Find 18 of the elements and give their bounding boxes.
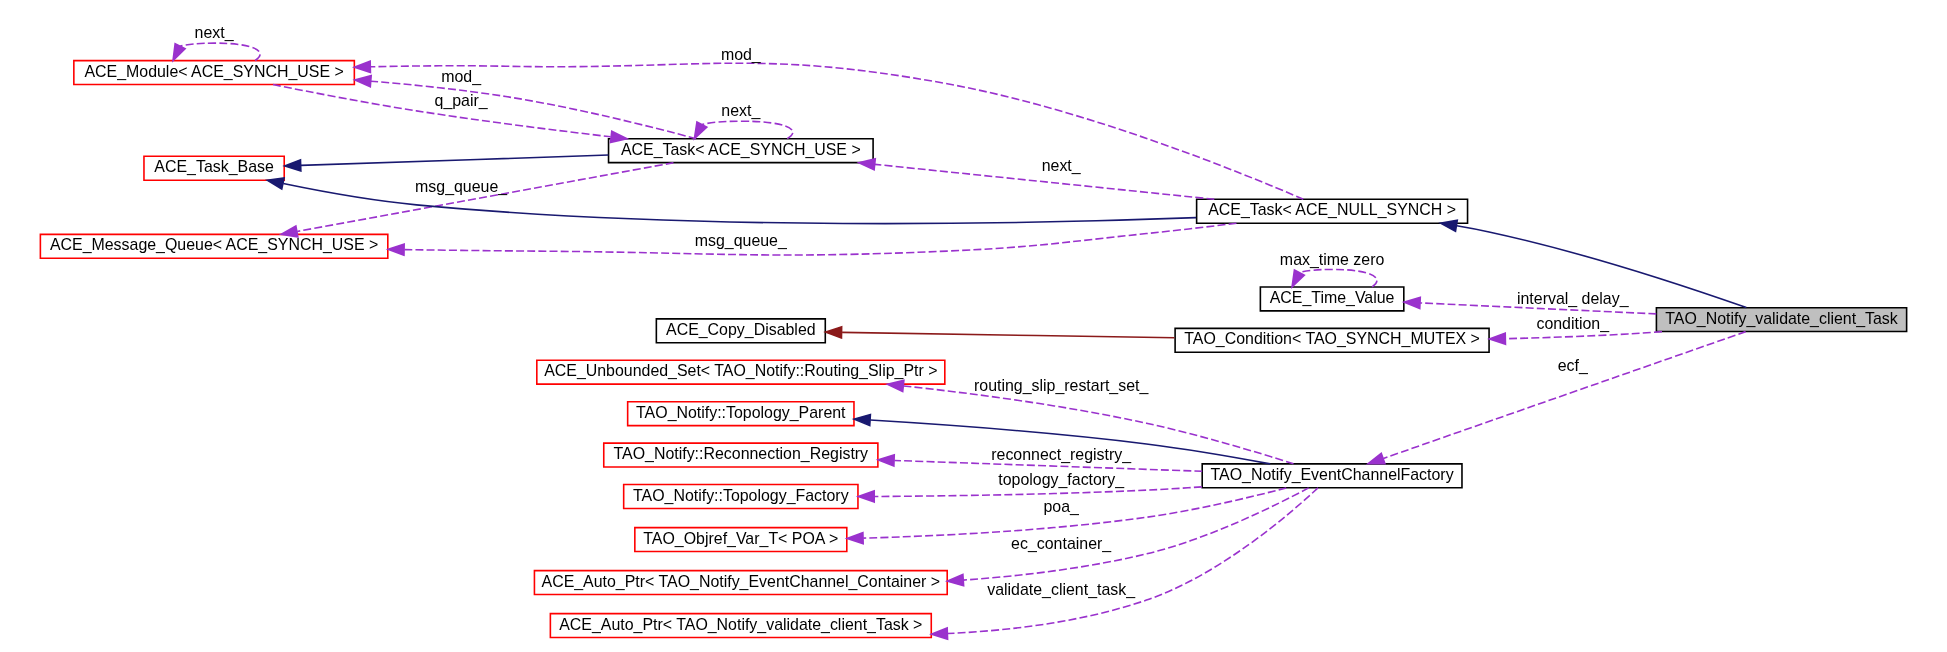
edge-label: max_time zero	[1279, 250, 1385, 268]
edge-label: poa_	[1043, 498, 1079, 516]
edge-label: q_pair_	[434, 92, 488, 110]
edge-label: mod_	[720, 45, 761, 63]
edge-label: validate_client_task_	[987, 581, 1136, 599]
edge-label: next_	[1041, 157, 1081, 175]
edge-label: msg_queue_	[694, 232, 787, 250]
edge-label: condition_	[1536, 315, 1610, 333]
edge-label: next_	[194, 24, 234, 42]
edge-label: mod_	[441, 68, 482, 86]
edge-label: next_	[721, 102, 761, 120]
edge-label: reconnect_registry_	[991, 445, 1132, 463]
edge-label: routing_slip_restart_set_	[973, 377, 1149, 395]
edge-label: topology_factory_	[998, 471, 1125, 489]
edge-label: ec_container_	[1011, 535, 1112, 553]
edge-label: interval_ delay_	[1516, 289, 1629, 307]
edge-label: msg_queue_	[415, 178, 508, 196]
edge-label: ecf_	[1557, 356, 1588, 374]
